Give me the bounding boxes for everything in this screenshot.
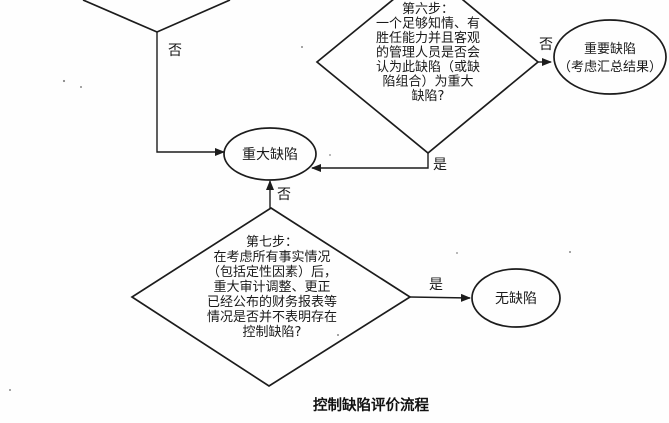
edge-label-step6-yes: 是 — [433, 157, 447, 173]
material-weakness-label: 重大缺陷 — [242, 147, 298, 163]
previous-step-diamond-partial — [82, 0, 231, 33]
no-deficiency-ellipse — [471, 268, 561, 328]
edge-label-step6-no: 否 — [539, 37, 553, 53]
edge-step7-to-no-deficiency — [409, 293, 471, 302]
step6-line: 陷组合）为重大 — [382, 74, 473, 90]
step7-line: 在考虑所有事实情况 — [213, 250, 330, 265]
step7-line: 重大审计调整、更正 — [213, 279, 330, 295]
step7-line: 第七步： — [246, 235, 298, 250]
no-deficiency-label: 无缺陷 — [495, 291, 537, 307]
significant-deficiency-line: 重要缺陷 — [584, 41, 636, 57]
scan-specks — [9, 46, 571, 391]
step6-decision-text: 第六步： 一个足够知情、有 胜任能力并且客观 的管理人员是否会 认为此缺陷（或缺… — [376, 2, 480, 104]
edge-label-step7-yes: 是 — [429, 277, 443, 293]
edge-label-step7-no: 否 — [277, 187, 291, 203]
figure-caption: 控制缺陷评价流程 — [313, 396, 429, 414]
step6-line: 胜任能力并且客观 — [376, 30, 480, 46]
significant-deficiency-text: 重要缺陷 （考虑汇总结果） — [558, 41, 662, 75]
step7-line: 已经公布的财务报表等 — [207, 294, 337, 310]
step6-line: 一个足够知情、有 — [376, 16, 480, 32]
step7-line: （包括定性因素）后， — [207, 265, 337, 280]
significant-deficiency-ellipse — [553, 19, 667, 95]
step7-line: 情况是否并不表明存在 — [207, 310, 337, 325]
step7-decision-diamond — [130, 206, 412, 388]
step6-line: 认为此缺陷（或缺 — [376, 60, 480, 75]
step7-line: 控制缺陷? — [243, 325, 302, 340]
step6-line: 第六步： — [402, 2, 454, 17]
edge-prevstep-to-material-weakness — [156, 32, 225, 156]
edge-label-prev-no: 否 — [168, 43, 182, 59]
step6-line: 的管理人员是否会 — [376, 45, 480, 61]
step7-decision-text: 第七步： 在考虑所有事实情况 （包括定性因素）后， 重大审计调整、更正 已经公布… — [207, 235, 337, 340]
step6-line: 缺陷? — [412, 89, 445, 104]
significant-deficiency-line: （考虑汇总结果） — [558, 60, 662, 75]
edge-step6-to-material-weakness — [311, 153, 429, 172]
